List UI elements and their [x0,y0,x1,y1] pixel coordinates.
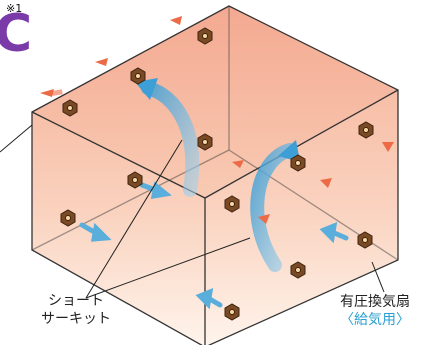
short-circuit-arc-left-head [135,78,158,100]
room-edges [31,5,399,348]
fan-icon [224,195,240,213]
room-front-faces [32,90,398,347]
leader-fan [371,261,385,293]
fan-label-line1: 有圧換気扇 [340,294,410,310]
supply-arrows [79,181,349,310]
short-circuit-label-line1: ショート [48,293,104,309]
note-mark: ※1 [6,2,23,15]
edge-front-top-left [31,111,206,199]
fan-icon [62,99,78,117]
exhaust-arrow-7 [232,160,244,168]
exhaust-arrow-4 [320,178,332,188]
exhaust-arrow-1 [40,89,54,97]
short-circuit-label: ショート サーキット [28,292,124,328]
short-circuit-arc-left [141,81,200,197]
fan-icon [127,171,143,189]
exhaust-arrows [40,16,394,224]
fan-icon [60,209,76,227]
exhaust-arrow-3 [170,16,182,25]
fan-icon [130,67,146,85]
leader-short-circuit-2 [85,237,251,299]
fan-icon [290,261,306,279]
leader-left-edge [0,124,33,153]
fan-label-line2: 〈給気用〉 [340,312,410,328]
corner-letter: C [0,8,33,60]
fans [60,27,374,321]
short-circuit-label-line2: サーキット [41,311,111,327]
fan-icon [358,121,374,139]
exhaust-arrow-2 [95,58,108,66]
leader-lines [0,124,385,299]
fan-label: 有圧換気扇 〈給気用〉 [325,293,425,329]
fan-icon [224,303,240,321]
edge-front-top-right [204,89,399,199]
fan-icon [197,133,213,151]
exhaust-arrow-6 [258,214,270,224]
room-outline [31,5,399,348]
fan-icon [290,154,306,172]
fan-icon [197,27,213,45]
fan-icon [357,231,373,249]
leader-short-circuit-1 [85,139,183,299]
exhaust-arrow-5 [382,142,394,152]
